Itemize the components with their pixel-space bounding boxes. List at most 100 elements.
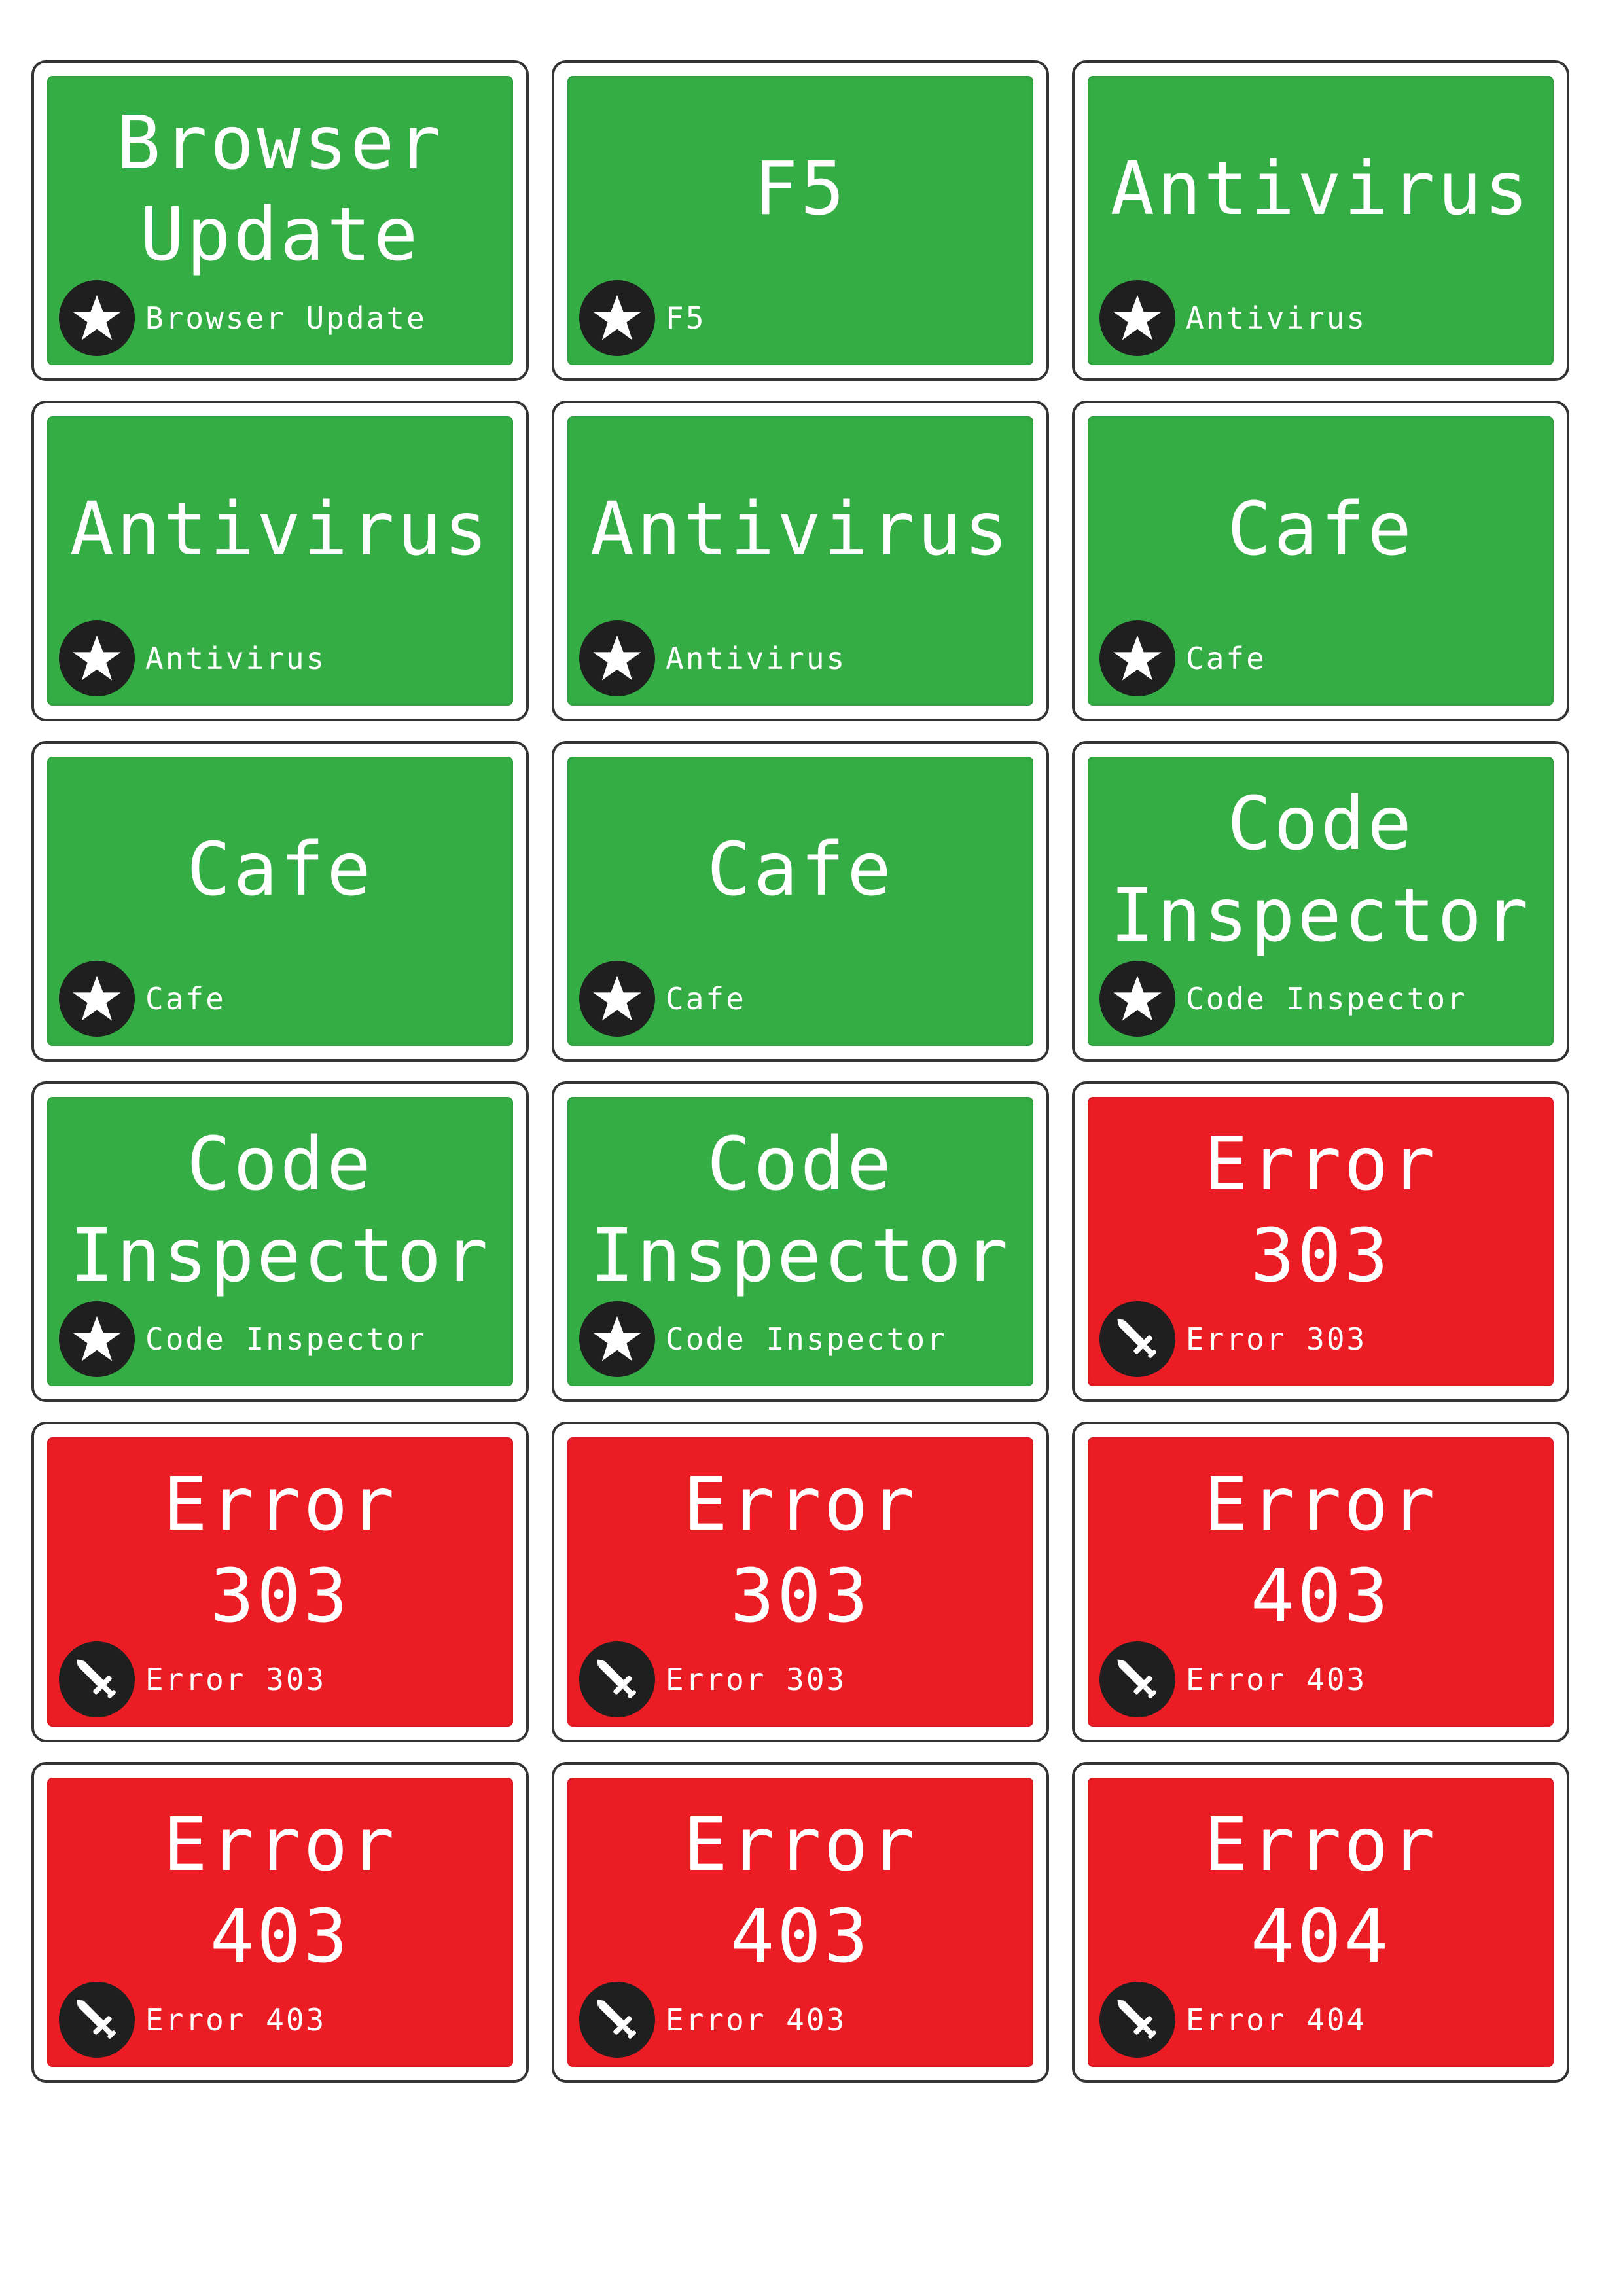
card-label: Error 403	[666, 2002, 847, 2037]
card-title-line: F5	[753, 147, 847, 232]
card-title: Cafe	[574, 768, 1027, 971]
card-label: Cafe	[1186, 641, 1266, 676]
card-label: F5	[666, 300, 706, 336]
card-title-line: Code	[187, 1122, 374, 1207]
card-label: Antivirus	[145, 641, 327, 676]
sword-icon	[1099, 1301, 1175, 1377]
card-title-line: Inspector	[590, 1213, 1011, 1299]
card-label: Antivirus	[1186, 300, 1367, 336]
card-title: Antivirus	[54, 428, 507, 631]
card-label: Error 403	[1186, 1662, 1367, 1697]
card-label: Code Inspector	[145, 1321, 427, 1357]
star-icon	[59, 620, 135, 696]
card-title-line: Inspector	[69, 1213, 491, 1299]
card-title-line: 303	[1250, 1213, 1391, 1299]
card-title-line: Error	[163, 1462, 397, 1547]
sword-icon	[59, 1982, 135, 2058]
card-label: Code Inspector	[666, 1321, 947, 1357]
card-label: Cafe	[145, 981, 226, 1016]
card-title-line: Error	[1204, 1462, 1438, 1547]
card-title: Cafe	[1094, 428, 1547, 631]
sword-icon	[579, 1982, 655, 2058]
card-title-line: 403	[209, 1894, 351, 1979]
sword-icon	[579, 1641, 655, 1717]
card-title: Antivirus	[574, 428, 1027, 631]
card-title-line: Error	[1204, 1122, 1438, 1207]
card-title: Antivirus	[1094, 88, 1547, 291]
card-title-line: 303	[209, 1554, 351, 1639]
star-icon	[1099, 961, 1175, 1037]
card-title-line: Antivirus	[590, 487, 1011, 572]
card-title-line: Code	[707, 1122, 894, 1207]
card-title-line: Cafe	[707, 827, 894, 912]
card-title-line: Error	[163, 1803, 397, 1888]
card-label: Error 303	[145, 1662, 327, 1697]
card-title-line: 403	[1250, 1554, 1391, 1639]
card-title-line: Antivirus	[1110, 147, 1531, 232]
card-label: Error 404	[1186, 2002, 1367, 2037]
card-label: Code Inspector	[1186, 981, 1467, 1016]
card-title-line: Error	[683, 1462, 918, 1547]
sword-icon	[1099, 1641, 1175, 1717]
card-title-line: Browser	[116, 101, 444, 186]
card-title-line: Error	[683, 1803, 918, 1888]
sword-icon	[1099, 1982, 1175, 2058]
card-label: Antivirus	[666, 641, 847, 676]
star-icon	[59, 1301, 135, 1377]
card-title-line: Cafe	[187, 827, 374, 912]
card-title-line: Cafe	[1227, 487, 1414, 572]
card-label: Error 303	[666, 1662, 847, 1697]
card-label: Error 303	[1186, 1321, 1367, 1357]
card-title-line: Update	[139, 192, 421, 278]
card-title-line: 303	[730, 1554, 871, 1639]
card-title: Cafe	[54, 768, 507, 971]
card-title-line: 404	[1250, 1894, 1391, 1979]
star-icon	[579, 1301, 655, 1377]
card-title-line: 403	[730, 1894, 871, 1979]
card-title: F5	[574, 88, 1027, 291]
star-icon	[579, 961, 655, 1037]
star-icon	[579, 620, 655, 696]
